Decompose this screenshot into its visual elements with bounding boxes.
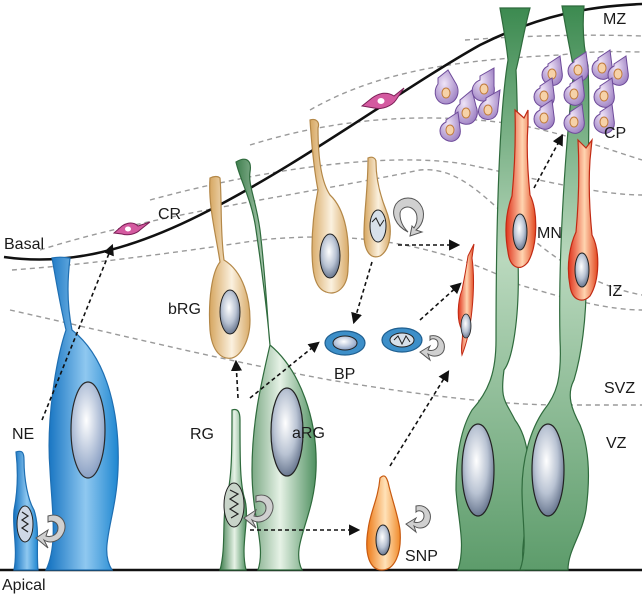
cp-neuron xyxy=(434,69,459,105)
lineage-arrows xyxy=(41,134,564,536)
zone-label-svz: SVZ xyxy=(604,380,635,397)
zone-label-cp: CP xyxy=(604,125,626,142)
renewal-arrow-icon xyxy=(393,197,424,237)
brg-cell-dividing xyxy=(363,156,391,258)
ne-cell-dividing xyxy=(12,450,39,571)
zone-label-iz: IZ xyxy=(608,283,622,300)
cp-neuron xyxy=(563,75,585,106)
arg-cell xyxy=(235,158,317,571)
arrow-snp-to-neuron xyxy=(389,370,450,467)
cell-label-brg: bRG xyxy=(168,301,201,318)
bp-cell xyxy=(324,330,366,356)
cp-neuron xyxy=(591,49,613,80)
zone-label-vz: VZ xyxy=(606,435,627,452)
cell-label-arg: aRG xyxy=(292,425,325,442)
cp-neuron xyxy=(533,77,555,108)
cp-neuron xyxy=(593,103,615,134)
arrow-rg-to-bp xyxy=(249,341,320,399)
cell-label-ne: NE xyxy=(12,426,34,443)
cell-label-snp: SNP xyxy=(405,548,438,565)
rg-cell-dividing xyxy=(219,408,248,571)
renewal-arrow-icon xyxy=(35,514,66,549)
arrow-ne-to-cr xyxy=(41,243,114,421)
snp-cell xyxy=(366,475,401,571)
mn-neuron-2 xyxy=(567,137,599,301)
arrow-brg-to-bp xyxy=(351,261,373,325)
mz-boundary xyxy=(464,34,642,41)
svz-vz-boundary xyxy=(9,309,642,406)
cp-neuron xyxy=(607,55,629,86)
cp-neuron xyxy=(533,99,555,130)
ne-cell-large xyxy=(45,256,119,571)
cp-boundary-upper xyxy=(309,50,642,111)
basal-surface xyxy=(3,2,642,261)
surface-label-apical: Apical xyxy=(2,577,46,594)
bp-cell-dividing xyxy=(381,327,423,353)
self-renewal-arrows xyxy=(35,197,445,549)
cell-label-mn: MN xyxy=(537,225,562,242)
zone-label-mz: MZ xyxy=(603,11,626,28)
renewal-arrow-icon xyxy=(405,505,431,534)
cp-neuron xyxy=(593,77,615,108)
arrow-rg-to-brg xyxy=(230,359,243,399)
rg-fiber-right-2 xyxy=(519,5,590,571)
mn-neuron-1 xyxy=(505,108,537,269)
cp-neuron xyxy=(454,89,478,125)
cp-neuron xyxy=(439,111,461,142)
renewal-arrow-icon xyxy=(419,335,445,362)
cp-neuron xyxy=(567,51,589,82)
arrow-mn-to-cp xyxy=(533,134,564,189)
cell-label-rg: RG xyxy=(190,426,214,443)
renewal-arrow-icon xyxy=(243,494,274,529)
cell-label-cr: CR xyxy=(158,206,181,223)
cp-neuron xyxy=(563,103,585,134)
cell-label-bp: BP xyxy=(334,366,355,383)
cp-neurons xyxy=(434,49,629,142)
cr-cell-1 xyxy=(112,221,151,236)
cp-neuron xyxy=(478,89,501,121)
surface-label-basal: Basal xyxy=(4,236,44,253)
cr-cell-2 xyxy=(360,87,405,109)
brg-cell-migrating xyxy=(309,118,350,294)
arrow-bp-to-neuron xyxy=(419,282,462,321)
brg-cell xyxy=(208,175,251,359)
ne-nucleus xyxy=(70,381,106,479)
cp-neuron xyxy=(471,67,495,102)
